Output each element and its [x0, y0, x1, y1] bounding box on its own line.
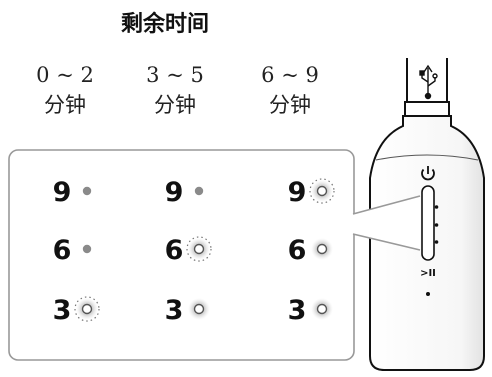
led-blinking-indicator — [83, 305, 92, 314]
device-led-9 — [435, 205, 439, 209]
led-on-indicator — [195, 305, 204, 314]
level-label: 6 — [53, 235, 72, 266]
device-bottom-dot — [426, 292, 430, 296]
level-label: 6 — [165, 235, 184, 266]
usb-plug — [405, 102, 449, 116]
level-label: 3 — [165, 295, 184, 326]
level-label: 9 — [53, 177, 72, 208]
level-label: 9 — [288, 177, 307, 208]
level-label: 9 — [165, 177, 184, 208]
device-led-6 — [435, 223, 439, 227]
led-on-indicator — [318, 245, 327, 254]
led-blinking-indicator — [195, 245, 204, 254]
level-label: 6 — [288, 235, 307, 266]
usb-icon — [420, 66, 437, 99]
led-blinking-indicator — [318, 187, 327, 196]
led-on-indicator — [318, 305, 327, 314]
level-label: 3 — [53, 295, 72, 326]
level-label: 3 — [288, 295, 307, 326]
device-led-3 — [435, 240, 439, 244]
led-off-indicator — [83, 187, 91, 195]
led-off-indicator — [195, 187, 203, 195]
play-pause-label: >II — [420, 268, 436, 279]
led-off-indicator — [83, 245, 91, 253]
slider-track — [422, 186, 434, 260]
